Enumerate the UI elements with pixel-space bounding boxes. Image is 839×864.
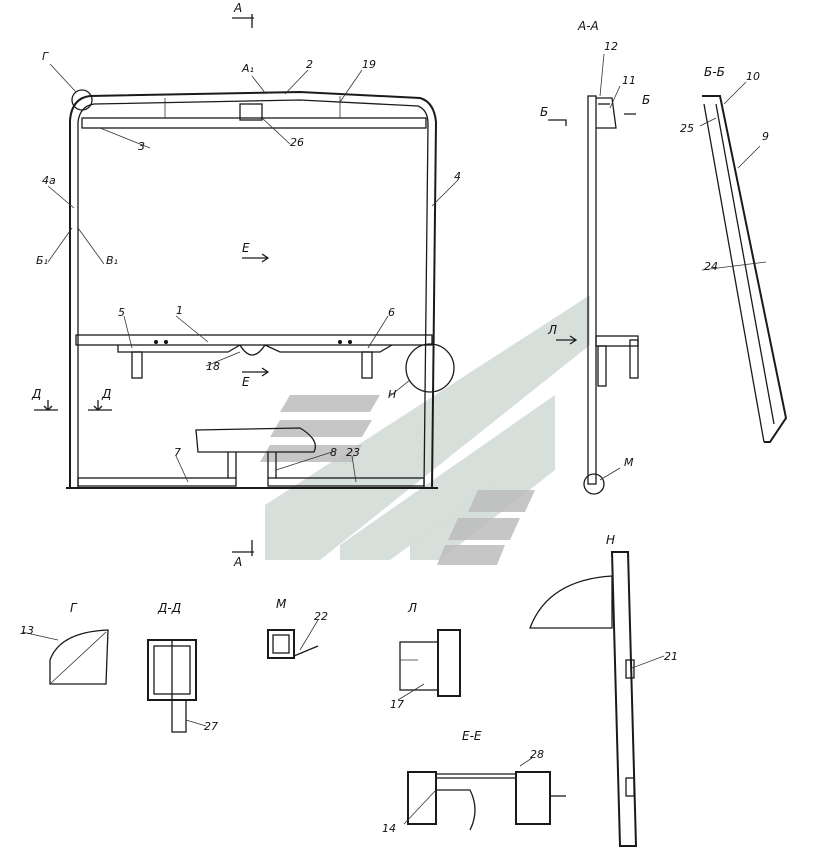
label-v1: В₁ — [106, 254, 118, 267]
label-5: 5 — [118, 306, 125, 319]
label-19: 19 — [362, 58, 376, 71]
label-25: 25 — [680, 122, 694, 135]
label-l-arrow: Л — [547, 323, 557, 337]
label-10: 10 — [746, 70, 760, 83]
label-11: 11 — [622, 74, 636, 87]
label-24: 24 — [704, 260, 718, 273]
label-g: Г — [42, 50, 49, 63]
section-bb-view — [699, 81, 788, 443]
label-8: 8 — [330, 446, 337, 459]
detail-h-view — [529, 551, 665, 847]
label-22: 22 — [314, 610, 328, 623]
detail-g-view — [21, 629, 109, 685]
title-aa: А-А — [577, 19, 599, 33]
section-dd-view — [147, 639, 207, 733]
detail-circle-g — [71, 89, 93, 111]
title-m: М — [276, 597, 287, 611]
label-layer: А А Г А₁ 2 19 3 26 4а 4 Б₁ В₁ Е Е 5 1 6 … — [20, 1, 769, 835]
watermark-logo — [260, 295, 590, 565]
label-b-right: Б — [642, 93, 650, 107]
label-4: 4 — [454, 170, 461, 183]
label-1: 1 — [176, 304, 183, 317]
section-ee-view — [403, 757, 566, 831]
label-b1: Б₁ — [36, 254, 48, 267]
detail-circle-h — [405, 343, 455, 393]
label-28: 28 — [530, 748, 544, 761]
title-l: Л — [407, 601, 417, 615]
label-18: 18 — [206, 360, 220, 373]
label-e-bottom: Е — [242, 375, 250, 389]
label-2: 2 — [306, 58, 313, 71]
label-d-left: Д — [31, 387, 41, 401]
label-a-bottom: А — [233, 555, 242, 569]
label-17: 17 — [390, 698, 404, 711]
detail-m-view — [267, 619, 319, 659]
title-bb: Б-Б — [704, 65, 725, 79]
label-h: Н — [388, 388, 396, 401]
label-a1: А₁ — [241, 62, 254, 75]
front-frame-view — [34, 14, 459, 556]
label-4a: 4а — [42, 174, 56, 187]
label-26: 26 — [290, 136, 304, 149]
title-h: Н — [606, 533, 615, 547]
label-6: 6 — [388, 306, 395, 319]
label-e-top: Е — [242, 241, 250, 255]
detail-l-view — [397, 629, 461, 701]
title-dd: Д-Д — [157, 601, 181, 615]
label-7: 7 — [174, 446, 181, 459]
label-3: 3 — [138, 140, 145, 153]
label-12: 12 — [604, 40, 618, 53]
label-b-left: Б — [540, 105, 548, 119]
label-m: М — [624, 456, 634, 469]
label-d-right: Д — [101, 387, 111, 401]
section-aa-view — [548, 53, 639, 495]
label-21: 21 — [664, 650, 678, 663]
label-9: 9 — [762, 130, 769, 143]
label-27: 27 — [204, 720, 218, 733]
label-a-top: А — [233, 1, 242, 15]
title-ee: Е-Е — [462, 729, 482, 743]
label-14: 14 — [382, 822, 396, 835]
label-23: 23 — [346, 446, 360, 459]
title-g: Г — [70, 601, 78, 615]
label-13: 13 — [20, 624, 34, 637]
